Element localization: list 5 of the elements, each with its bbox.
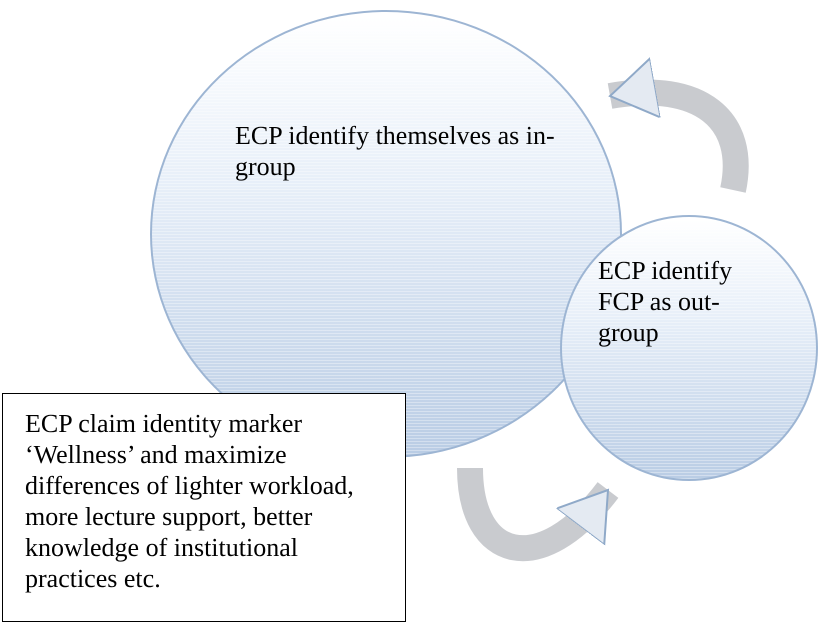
text-box	[2, 393, 406, 622]
node-text: ECP identify themselves as in-group	[235, 120, 555, 182]
node-text: ECP claim identity marker ‘Wellness’ and maximize differences of lighter workload, more lecture support, better knowledge of institutional practices etc.	[25, 408, 355, 594]
curved-arrow	[608, 59, 748, 192]
node-text: ECP identify FCP as out-group	[598, 255, 734, 348]
